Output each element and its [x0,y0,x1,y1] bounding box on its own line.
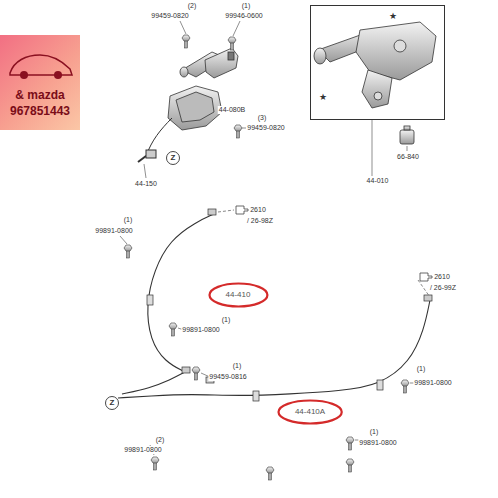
cable-line [148,214,214,372]
bolt [182,35,190,48]
part-number: 99459-0816 [208,373,247,381]
bolt [169,323,177,336]
bolt [346,459,354,472]
brake-lever [180,48,238,78]
reference-number: 2610 [433,273,451,281]
rear-cable [118,214,430,398]
reference-circle: Z [165,150,181,166]
bolt [266,467,274,480]
star-mark: ★ [388,12,398,20]
leader-lines [120,21,414,455]
highlight-oval: 44-410A [277,399,343,425]
reference-circle: Z [104,395,120,411]
bolt [234,125,242,138]
car-icon [0,35,80,85]
callout-quantity: (1) [232,362,243,370]
logo-panel: & mazda967851443 [0,35,80,130]
callout-quantity: (2) [187,2,198,10]
bolt [151,457,159,470]
part-number: 99891-0800 [181,326,220,334]
cable-clip [147,295,153,305]
part-number: 44-010 [311,177,444,185]
callout-quantity: (1) [369,428,380,436]
reference-number: 2610 [249,206,267,214]
lever-detail [314,22,436,108]
part-number: 44-410 [226,290,251,300]
callout-quantity: (1) [123,216,134,224]
callout-quantity: (1) [241,2,252,10]
cable-line [122,372,185,394]
cable-clip [253,391,259,401]
part-number: 99891-0800 [358,439,397,447]
cable-line [118,300,430,398]
reference-number: 44-080B [218,106,246,114]
part-number: Z [110,398,115,408]
cable-clip [377,380,383,390]
bolt [346,437,354,450]
bolt [124,245,132,258]
highlight-oval: 44-410 [208,282,269,308]
reference-symbol [236,206,432,281]
callout-quantity: (3) [257,114,268,122]
part-number: 99891-0800 [413,379,452,387]
callout-quantity: (1) [221,316,232,324]
star-mark: ★ [318,93,328,101]
part-number: 44-410A [295,407,325,417]
inset-box: 44-010 [310,5,445,120]
bolt [192,367,200,380]
part-number: 99891-0800 [94,227,133,235]
cable-fitting [208,209,216,215]
part-number: Z [171,153,176,163]
part-number: 99459-0820 [150,12,189,20]
clip-part [400,126,414,144]
bolt [401,380,409,393]
reference-number: 66-840 [396,153,420,161]
reference-number: 44-150 [134,180,158,188]
lever-bracket [168,86,222,130]
reference-number: / 26-99Z [429,284,457,292]
reference-number: / 26-98Z [246,217,274,225]
callout-quantity: (1) [416,365,427,373]
cable-fitting [424,295,432,301]
cable-fitting [206,377,214,383]
brand-name: & mazda [0,87,80,103]
phone-number: 967851443 [0,103,80,119]
bolt [228,37,236,50]
part-number: 99946-0600 [224,12,263,20]
part-number: 99891-0800 [123,446,162,454]
cable-fitting [182,367,190,373]
callout-quantity: (2) [155,436,166,444]
part-number: 99459-0820 [246,124,285,132]
